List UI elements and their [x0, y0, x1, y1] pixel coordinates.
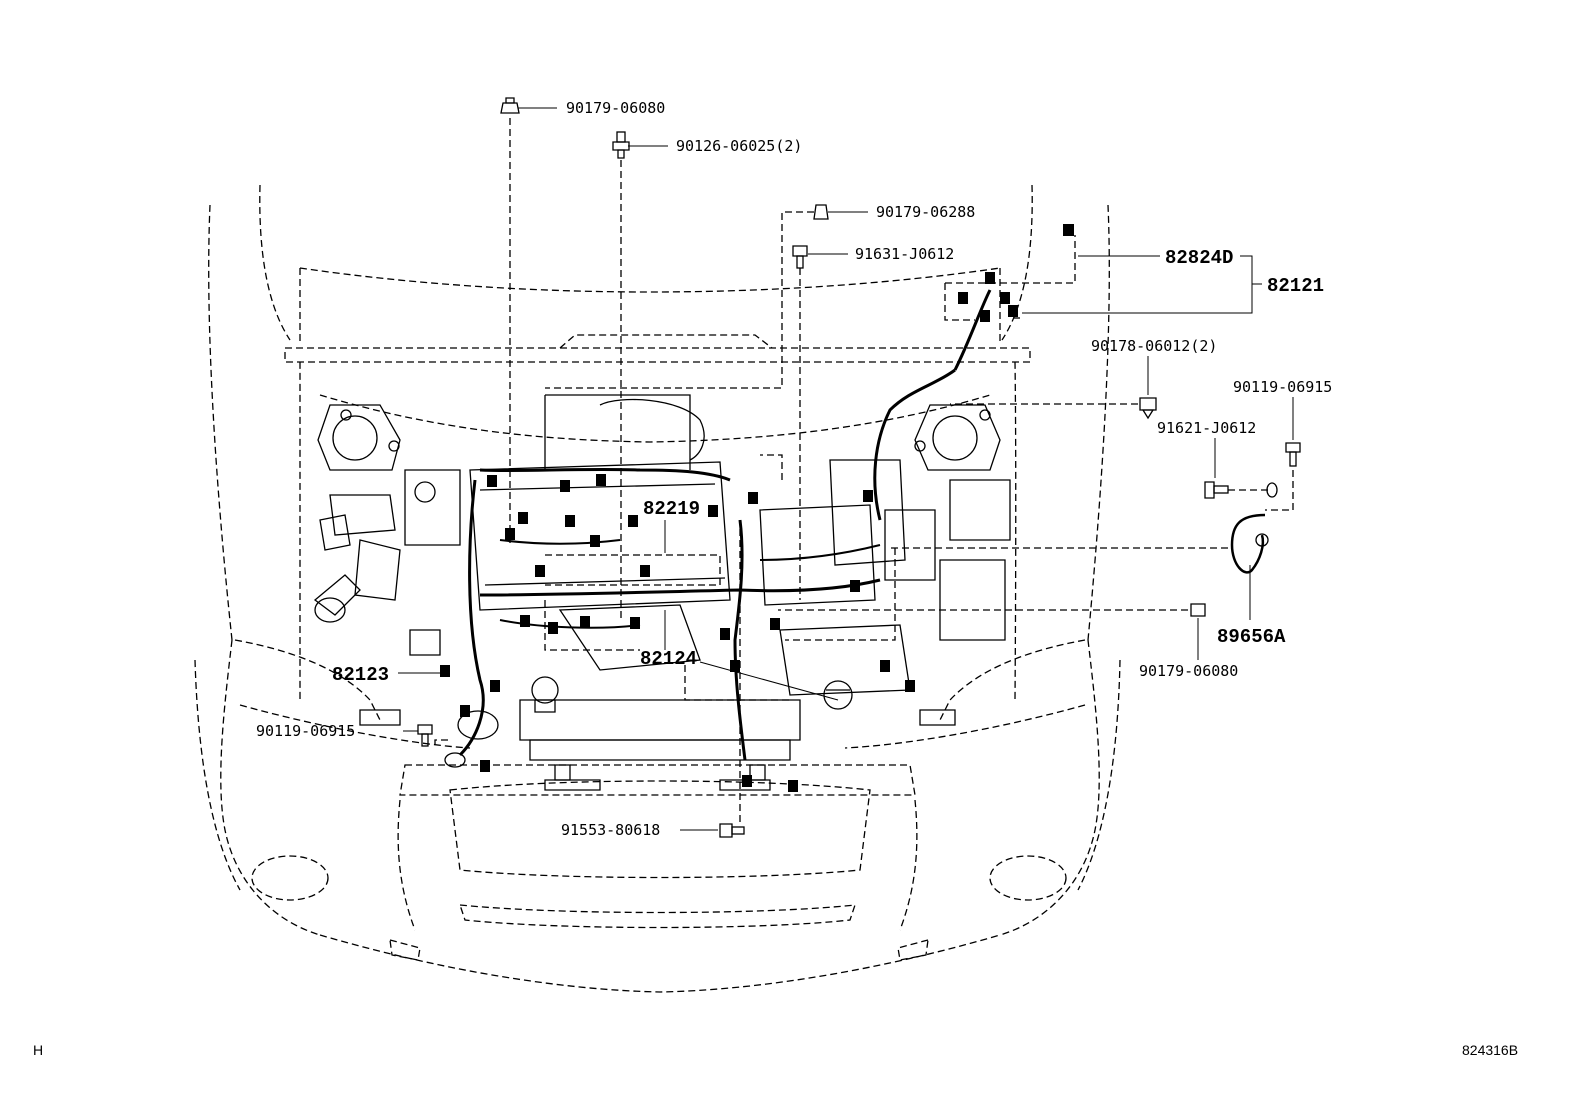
label-90179-06288: 90179-06288	[876, 203, 975, 221]
bolt-icon-91553	[719, 823, 745, 838]
nut-icon-top	[500, 97, 520, 114]
nut-icon-90179-right	[1190, 603, 1206, 617]
bolt-icon-90119-left	[417, 724, 433, 747]
label-82824D: 82824D	[1165, 247, 1233, 269]
connector-blocks	[440, 224, 1074, 792]
bolt-icon-91631	[792, 245, 808, 269]
nut-icon-90179-06288	[813, 204, 829, 220]
label-90119-06915-right: 90119-06915	[1233, 378, 1332, 396]
figure-id: 824316B	[1462, 1042, 1518, 1058]
label-91553-80618: 91553-80618	[561, 821, 660, 839]
label-90179-06080-top: 90179-06080	[566, 99, 665, 117]
clip-icon-90178	[1139, 397, 1157, 420]
wiring-harness	[440, 224, 1076, 792]
label-82219: 82219	[643, 498, 700, 520]
fasteners	[417, 97, 1301, 838]
label-90179-06080-right: 90179-06080	[1139, 662, 1238, 680]
label-90119-06915-left: 90119-06915	[256, 722, 355, 740]
label-91631-J0612: 91631-J0612	[855, 245, 954, 263]
right-strut-tower	[914, 404, 1001, 471]
label-82123: 82123	[332, 664, 389, 686]
label-89656A: 89656A	[1217, 626, 1286, 648]
corner-mark-left: H	[33, 1042, 43, 1058]
label-90178-06012: 90178-06012(2)	[1091, 337, 1217, 355]
label-90126-06025: 90126-06025(2)	[676, 137, 802, 155]
part-labels: 90179-06080 90126-06025(2) 90179-06288 9…	[256, 99, 1332, 839]
ground-cable-89656A	[1230, 482, 1278, 574]
left-strut-tower	[317, 404, 401, 471]
label-91621-J0612: 91621-J0612	[1157, 419, 1256, 437]
bolt-icon-90126	[612, 131, 630, 159]
bolt-icon-90119-right	[1285, 442, 1301, 467]
leader-lines	[398, 107, 1294, 831]
bolt-icon-91621	[1204, 481, 1229, 499]
label-82121: 82121	[1267, 275, 1324, 297]
label-82124: 82124	[640, 648, 697, 670]
